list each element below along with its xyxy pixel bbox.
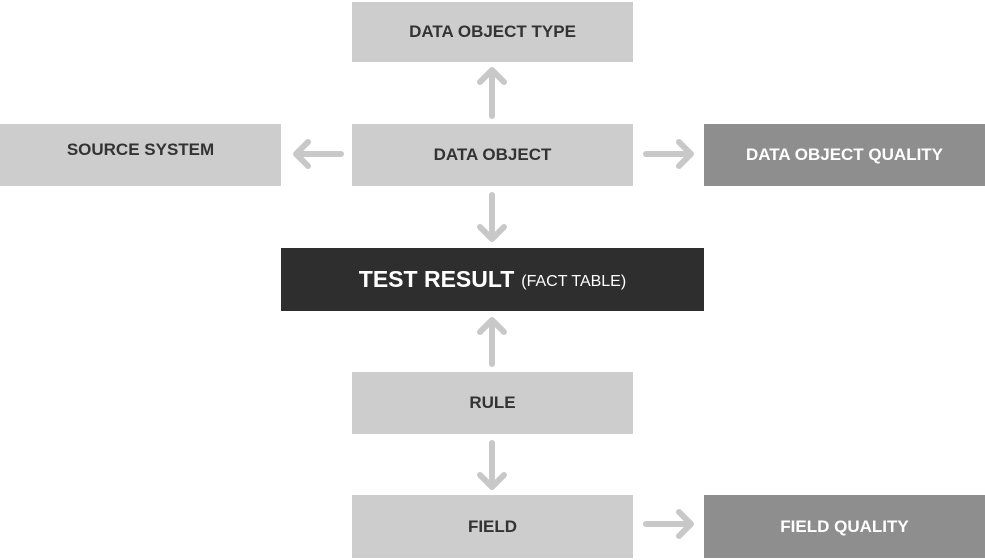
node-label: TEST RESULT bbox=[358, 266, 515, 292]
node-data-object-quality: DATA OBJECT QUALITY bbox=[704, 124, 985, 186]
node-label: SOURCE SYSTEM bbox=[66, 140, 215, 159]
node-data-object-type: DATA OBJECT TYPE bbox=[352, 2, 633, 62]
node-label: DATA OBJECT bbox=[433, 145, 552, 164]
arrow-up-to-data-object-type bbox=[477, 67, 507, 119]
arrow-up-from-rule bbox=[477, 317, 507, 367]
arrow-down-to-test-result bbox=[477, 192, 507, 242]
arrow-left-to-source-system bbox=[293, 139, 344, 169]
node-field: FIELD bbox=[352, 495, 633, 558]
node-source-system: SOURCE SYSTEM bbox=[0, 124, 281, 186]
node-field-quality: FIELD QUALITY bbox=[704, 495, 985, 558]
node-label: DATA OBJECT QUALITY bbox=[745, 145, 944, 164]
arrow-down-to-field bbox=[477, 440, 507, 490]
node-test-result: TEST RESULT (FACT TABLE) bbox=[281, 248, 704, 311]
node-label: DATA OBJECT TYPE bbox=[409, 22, 576, 41]
node-rule: RULE bbox=[352, 372, 633, 434]
node-label: RULE bbox=[469, 393, 516, 412]
node-label: FIELD QUALITY bbox=[780, 516, 909, 536]
node-sublabel: (FACT TABLE) bbox=[521, 272, 627, 290]
node-label: FIELD bbox=[467, 516, 518, 536]
arrow-right-to-field-quality bbox=[643, 509, 694, 539]
node-data-object: DATA OBJECT bbox=[352, 124, 633, 186]
arrow-right-to-data-object-quality bbox=[643, 139, 694, 169]
